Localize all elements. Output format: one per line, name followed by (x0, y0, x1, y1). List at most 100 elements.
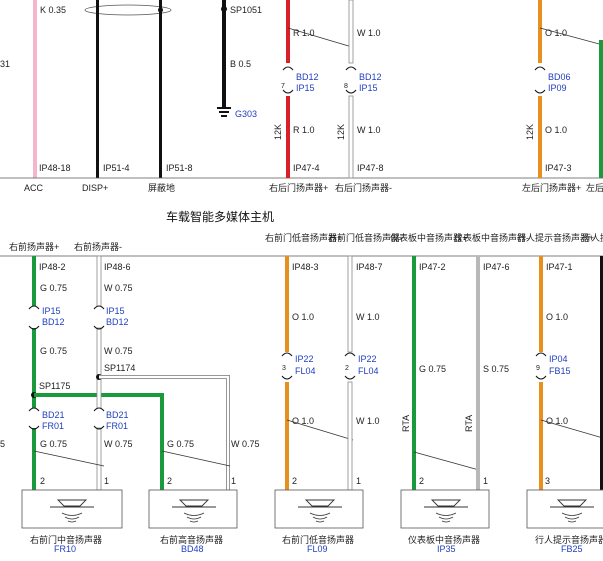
label-ip15b: IP15 (359, 83, 378, 93)
label-lr-spk-m: 左后 (586, 182, 603, 193)
speaker-fb25-code: FB25 (561, 544, 583, 554)
pin-1a: 1 (104, 476, 109, 486)
label-ip47-6: IP47-6 (483, 262, 510, 272)
label-r10b: R 1.0 (293, 125, 315, 135)
label-fr01a: FR01 (42, 421, 64, 431)
label-fl04b: FL04 (358, 366, 379, 376)
label-ip15a: IP15 (296, 83, 315, 93)
wire-white-col2-a (96, 255, 102, 307)
header-rf-mid-p: 右前扬声器+ (9, 241, 59, 252)
header-rf-mid-m: 右前扬声器- (74, 241, 122, 252)
label-o10c: O 1.0 (292, 312, 314, 322)
label-fr01b: FR01 (106, 421, 128, 431)
header-ip-mid-p: 仪表板中音扬声器+ (390, 232, 467, 243)
label-rr-spk-m: 右后门扬声器- (335, 182, 392, 193)
speaker-fr10 (21, 489, 123, 529)
label-ip48-7: IP48-7 (356, 262, 383, 272)
wire-green-col5 (412, 256, 416, 490)
pin-1d: 1 (483, 476, 488, 486)
speaker-fb25-name: 行人提示音扬声器 (535, 534, 603, 545)
connector-col2-b (93, 407, 105, 430)
label-bd21b: BD21 (106, 410, 129, 420)
speaker-bd48-code: BD48 (181, 544, 204, 554)
wire-orange-bottom (538, 96, 542, 178)
label-ip47-4: IP47-4 (293, 163, 320, 173)
pin-8: 8 (344, 83, 348, 90)
label-ip47-2: IP47-2 (419, 262, 446, 272)
label-ip22b: IP22 (358, 354, 377, 364)
label-ip15d: IP15 (106, 306, 125, 316)
header-ped-p: 行人提示音扬声器+ (517, 232, 594, 243)
pin-3a: 3 (282, 365, 286, 372)
wire-green-edge-top (599, 40, 603, 178)
twist-line-ip35 (413, 451, 480, 471)
speaker-ip35-name: 仪表板中音扬声器 (408, 534, 480, 545)
twist-line-bd48 (161, 450, 231, 467)
wire-orange-col3-a (285, 256, 289, 352)
label-bd12c: BD12 (42, 317, 65, 327)
label-ip22a: IP22 (295, 354, 314, 364)
wire-orange-col3-b (285, 382, 289, 490)
twist-line-orange (539, 27, 603, 46)
label-w075d: W 0.75 (231, 439, 260, 449)
wire-green-branch-v (160, 393, 164, 490)
wire-silver-col6 (476, 256, 480, 490)
wire-white-top (348, 0, 354, 64)
twist-line-fr10 (33, 450, 105, 467)
label-bd21a: BD21 (42, 410, 65, 420)
label-g075c: G 0.75 (40, 439, 67, 449)
pin-2d: 2 (419, 476, 424, 486)
connector-col1-b (28, 407, 40, 430)
label-bd12b: BD12 (359, 72, 382, 82)
label-five: 5 (0, 439, 5, 449)
connector-orange (534, 66, 546, 94)
label-acc: ACC (24, 183, 44, 193)
wire-orange-top (538, 0, 542, 63)
wire-green-col1-b (32, 328, 36, 408)
wire-black-edge (600, 256, 603, 490)
wire-white-col4-b (347, 381, 353, 491)
pin-2b: 2 (167, 476, 172, 486)
connector-col4 (344, 352, 356, 380)
label-ip48-2: IP48-2 (39, 262, 66, 272)
speaker-ip35-code: IP35 (437, 544, 456, 554)
connector-col3 (281, 352, 293, 380)
connector-col2-a (93, 305, 105, 330)
label-w075c: W 0.75 (104, 439, 133, 449)
header-rf-low-m: 右前门低音扬声器- (328, 232, 403, 243)
splice-shield-top (158, 7, 163, 13)
label-ip51-4: IP51-4 (103, 163, 130, 173)
speaker-fl09-name: 右前门低音扬声器 (282, 534, 354, 545)
label-w10a: W 1.0 (357, 28, 381, 38)
label-ip48-3: IP48-3 (292, 262, 319, 272)
label-sp1175: SP1175 (39, 381, 70, 391)
twist-line-fb25 (540, 419, 603, 439)
label-w075a: W 0.75 (104, 283, 133, 293)
wire-white-col2-c (96, 427, 102, 491)
header-ped-m: 行人提 (582, 232, 603, 243)
label-s075: S 0.75 (483, 364, 509, 374)
speaker-bd48-name: 右前高音扬声器 (160, 534, 223, 545)
wire-acc-pink (33, 0, 37, 178)
label-12k-a: 12K (273, 124, 283, 140)
connector-col1-a (28, 305, 40, 330)
label-ip09: IP09 (548, 83, 567, 93)
label-fb15: FB15 (549, 366, 571, 376)
label-disp: DISP+ (82, 183, 108, 193)
label-sp1174: SP1174 (104, 363, 135, 373)
label-12k-b: 12K (336, 124, 346, 140)
label-fl04a: FL04 (295, 366, 316, 376)
label-lr-spk-p: 左后门扬声器+ (522, 182, 581, 193)
label-ip48-6: IP48-6 (104, 262, 131, 272)
label-ip51-8: IP51-8 (166, 163, 193, 173)
wire-white-col4-a (347, 255, 353, 353)
label-ip47-3: IP47-3 (545, 163, 572, 173)
pin-1c: 1 (356, 476, 361, 486)
label-rr-spk-p: 右后门扬声器+ (269, 182, 328, 193)
label-12k-c: 12K (525, 124, 535, 140)
wire-disp-black (96, 0, 99, 178)
wire-shield-black (159, 0, 162, 178)
label-o10f: O 1.0 (546, 416, 568, 426)
speaker-fr10-name: 右前门中音扬声器 (30, 534, 102, 545)
wire-green-col1-a (32, 256, 36, 306)
